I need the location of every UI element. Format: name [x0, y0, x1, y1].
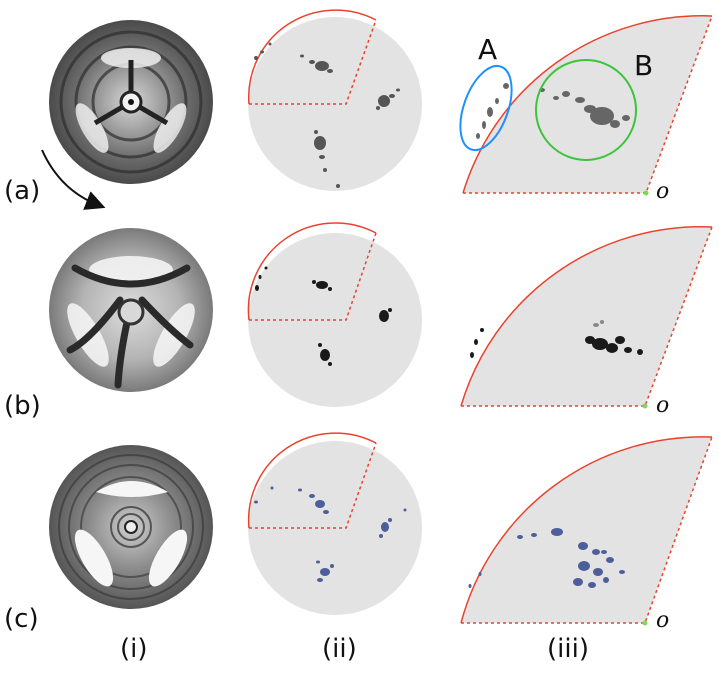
region-a-label: A	[478, 33, 498, 66]
row-label-a: (a)	[4, 176, 41, 206]
zoomed-sector-a	[459, 15, 713, 196]
sector-outline-a	[249, 19, 377, 105]
sector-outline-b	[249, 232, 377, 321]
region-b-circle	[535, 59, 637, 161]
row-label-b: (b)	[4, 391, 41, 421]
sector-outline-c	[249, 442, 377, 529]
detection-disc-a	[247, 9, 422, 191]
origin-label-c: o	[656, 608, 670, 633]
origin-dot-a	[643, 190, 649, 196]
detection-disc-c	[247, 432, 422, 615]
zoomed-sector-b	[460, 226, 713, 409]
raw-image-c	[49, 445, 213, 609]
origin-label-a: o	[656, 179, 670, 204]
region-b-label: B	[634, 49, 654, 82]
detection-disc-b	[247, 222, 422, 407]
origin-dot-b	[642, 403, 648, 409]
origin-label-b: o	[656, 393, 670, 418]
region-a-ellipse	[459, 64, 513, 152]
column-label-iii: (iii)	[547, 634, 589, 664]
raw-image-b	[49, 228, 213, 392]
column-label-ii: (ii)	[322, 634, 357, 664]
column-label-i: (i)	[120, 634, 148, 664]
zoomed-sector-c	[460, 436, 713, 626]
rotation-arrow	[41, 149, 106, 210]
origin-dot-c	[642, 620, 648, 626]
raw-image-a	[49, 20, 213, 184]
row-label-c: (c)	[4, 604, 39, 634]
